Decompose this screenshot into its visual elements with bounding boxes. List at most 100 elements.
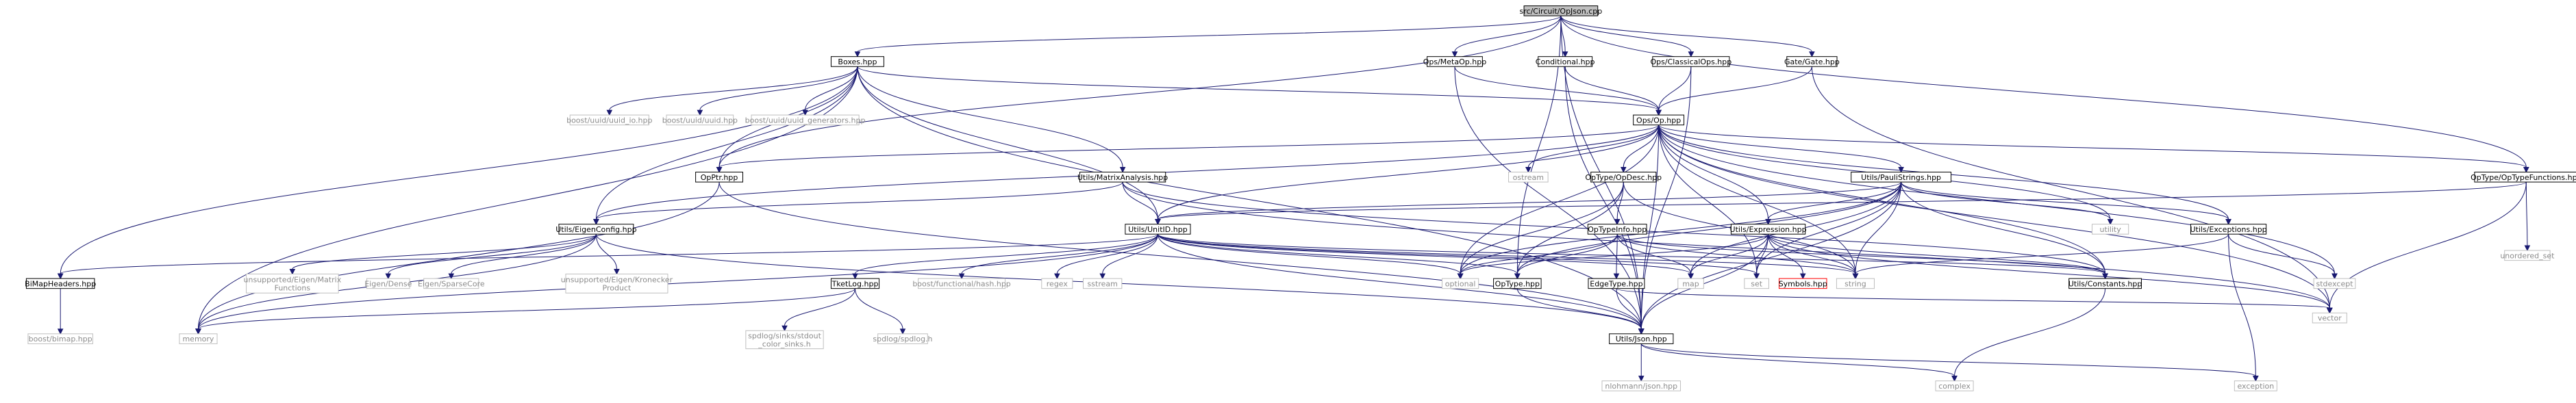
node-label-regex: regex [1047, 279, 1068, 288]
node-label-complex: complex [1938, 382, 1971, 391]
node-constants[interactable]: Utils/Constants.hpp [2068, 278, 2142, 289]
edge-optype-to-json [1516, 288, 1645, 335]
node-label-constants: Utils/Constants.hpp [2068, 279, 2142, 288]
edge-boxes-to-uuid_io [606, 66, 858, 116]
node-gate[interactable]: Gate/Gate.hpp [1784, 56, 1840, 67]
node-optypefunctions[interactable]: OpType/OpTypeFunctions.hpp [2471, 172, 2576, 183]
edge-paulistrings-to-exceptions [1901, 181, 2231, 225]
edge-unitid-to-string [1157, 233, 1859, 280]
node-expression[interactable]: Utils/Expression.hpp [1730, 224, 1807, 235]
node-label-bimapheaders: BiMapHeaders.hpp [25, 279, 96, 288]
node-spdlog: spdlog/spdlog.h [873, 333, 933, 344]
node-complex: complex [1935, 380, 1974, 391]
node-label-exception: exception [2237, 382, 2274, 391]
node-label-unitid: Utils/UnitID.hpp [1128, 225, 1187, 234]
node-spdlogsinks: spdlog/sinks/stdout_color_sinks.h [745, 330, 824, 350]
edge-expression-to-optional [1457, 234, 1769, 280]
node-opptr[interactable]: OpPtr.hpp [695, 172, 743, 183]
node-label-matrixanalysis: Utils/MatrixAnalysis.hpp [1077, 173, 1168, 182]
node-symbols: Symbols.hpp [1779, 278, 1827, 289]
edge-json-to-exception [1640, 343, 2259, 382]
edge-unitid-to-optional [1157, 234, 1464, 280]
node-funchash: boost/functional/hash.hpp [912, 278, 1011, 289]
node-eigendense: Eigen/Dense [364, 278, 412, 289]
node-string: string [1836, 278, 1875, 289]
node-bimapheaders[interactable]: BiMapHeaders.hpp [25, 278, 96, 289]
node-label-json: Utils/Json.hpp [1616, 335, 1667, 343]
node-label-utility: utility [2099, 225, 2121, 234]
node-boxes[interactable]: Boxes.hpp [830, 56, 884, 67]
node-classicalops[interactable]: Ops/ClassicalOps.hpp [1651, 56, 1732, 67]
node-regex: regex [1041, 278, 1073, 289]
edge-boxes-to-json [857, 66, 1645, 335]
node-matrixanalysis[interactable]: Utils/MatrixAnalysis.hpp [1077, 172, 1168, 183]
edge-unitid-to-regex [1054, 234, 1158, 280]
node-label-stdexcept: stdexcept [2316, 279, 2353, 288]
node-label-set: set [1751, 279, 1762, 288]
node-label-exceptions: Utils/Exceptions.hpp [2190, 225, 2266, 234]
node-conditional[interactable]: Conditional.hpp [1536, 56, 1595, 67]
node-eigenconfig[interactable]: Utils/EigenConfig.hpp [555, 224, 637, 235]
edge-optypeinfo-to-map [1616, 234, 1694, 280]
edge-op-to-opptr [716, 125, 1660, 173]
node-label-eigenconfig: Utils/EigenConfig.hpp [555, 225, 636, 234]
node-label-uuid_io: boost/uuid/uuid_io.hpp [566, 116, 652, 125]
node-paulistrings[interactable]: Utils/PauliStrings.hpp [1851, 172, 1952, 183]
node-label-eigenmatrix: Functions [275, 283, 311, 292]
node-label-paulistrings: Utils/PauliStrings.hpp [1861, 173, 1941, 182]
node-tketlog[interactable]: TketLog.hpp [830, 278, 880, 289]
edge-boxes-to-eigenconfig [593, 66, 858, 225]
node-label-boxes: Boxes.hpp [838, 57, 877, 66]
node-opdesc[interactable]: OpType/OpDesc.hpp [1585, 172, 1662, 183]
node-utility: utility [2092, 224, 2129, 235]
edge-matrixanalysis-to-eigenconfig [593, 181, 1123, 225]
edge-unitid-to-funchash [958, 234, 1158, 280]
node-optional: optional [1441, 278, 1479, 289]
node-label-eigendense: Eigen/Dense [364, 279, 412, 288]
node-label-gate: Gate/Gate.hpp [1784, 57, 1840, 66]
edge-bimapheaders-to-boostbimap [57, 288, 64, 335]
node-map: map [1677, 278, 1704, 289]
node-label-op: Ops/Op.hpp [1636, 116, 1681, 125]
edge-boxes-to-unitid [857, 66, 1161, 225]
node-label-eigenkron: unsupported/Eigen/Kronecker [561, 275, 673, 284]
node-op[interactable]: Ops/Op.hpp [1633, 114, 1685, 126]
edge-tketlog-to-spdlogsinks [781, 288, 855, 332]
edge-paulistrings-to-constants [1901, 182, 2108, 280]
edge-json-to-complex [1640, 343, 1958, 382]
edge-tketlog-to-spdlog [855, 288, 906, 335]
edge-conditional-to-json [1564, 66, 1645, 335]
edge-conditional-to-op [1564, 66, 1662, 116]
node-label-funchash: boost/functional/hash.hpp [912, 279, 1010, 288]
edge-optypefunctions-to-vector [2327, 182, 2527, 314]
node-exceptions[interactable]: Utils/Exceptions.hpp [2190, 224, 2267, 235]
node-label-eigenmatrix: unsupported/Eigen/Matrix [244, 275, 342, 284]
node-unitid[interactable]: Utils/UnitID.hpp [1125, 224, 1191, 235]
edge-unitid-to-bimapheaders [57, 233, 1158, 280]
node-memory: memory [179, 333, 218, 344]
edge-tketlog-to-memory [195, 288, 855, 335]
edge-boxes-to-op [857, 66, 1662, 116]
edge-edgetype-to-json [1616, 288, 1645, 335]
node-json[interactable]: Utils/Json.hpp [1609, 333, 1674, 344]
edge-paulistrings-to-utility [1901, 181, 2114, 225]
node-edgetype[interactable]: EdgeType.hpp [1588, 278, 1645, 289]
edge-expression-to-map [1688, 234, 1769, 280]
node-optypeinfo[interactable]: OpTypeInfo.hpp [1587, 224, 1647, 235]
node-label-string: string [1845, 279, 1866, 288]
edge-boxes-to-matrixanalysis [857, 66, 1126, 173]
node-label-uuid: boost/uuid/uuid.hpp [662, 116, 738, 125]
edge-unitid-to-tketlog [852, 234, 1158, 280]
edge-gate-to-op [1655, 66, 1812, 116]
edge-optypefunctions-to-unitid [1155, 181, 2527, 225]
node-label-spdlogsinks: spdlog/sinks/stdout [748, 331, 821, 340]
node-uuid_gen: boost/uuid/uuid_generators.hpp [745, 114, 865, 126]
node-label-tketlog: TketLog.hpp [831, 279, 879, 288]
edge-expression-to-symbols [1768, 234, 1806, 280]
node-optype[interactable]: OpType.hpp [1493, 278, 1542, 289]
edge-metaop-to-op [1454, 66, 1662, 116]
node-metaop[interactable]: Ops/MetaOp.hpp [1423, 56, 1486, 67]
node-stdexcept: stdexcept [2313, 278, 2356, 289]
edge-op-to-opdesc [1620, 125, 1660, 173]
